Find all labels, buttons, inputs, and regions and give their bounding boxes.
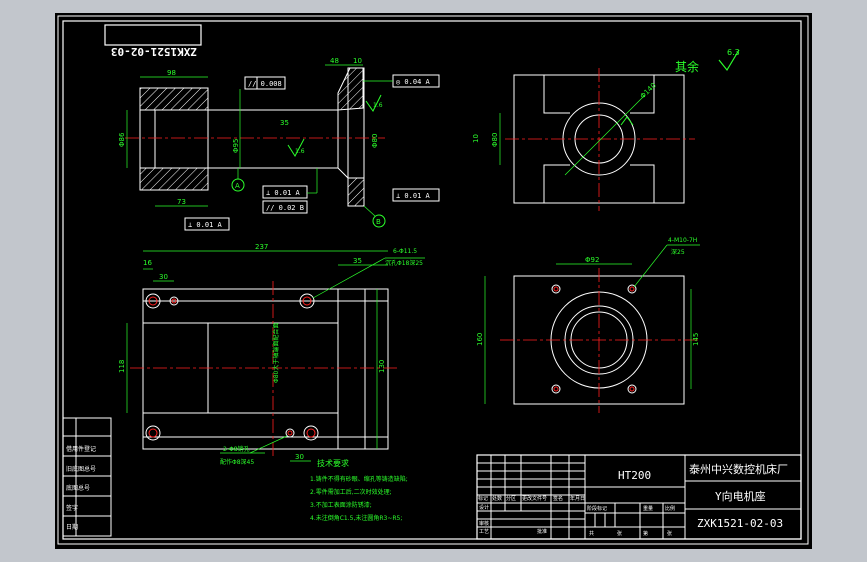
- top-note-2b: 配作Φ8深45: [220, 458, 254, 466]
- bottom-dim-h: 160: [476, 333, 484, 346]
- title-row-sign: 签名: [553, 495, 563, 502]
- tol-perpendicular: ⊥ 0.01 A: [266, 189, 301, 197]
- side-dim-dia: Φ140: [639, 81, 658, 100]
- bottom-plan-view: Φ92 160 145 4-M10-7H 深25: [476, 237, 700, 413]
- tech-req-item-3: 3.不加工表面涂防锈漆;: [310, 501, 372, 509]
- title-part-name: Y向电机座: [715, 489, 766, 503]
- dim-step: 48: [330, 57, 339, 65]
- title-sign-review: 审核: [479, 520, 489, 527]
- top-dim-height-left: 118: [118, 360, 126, 373]
- side-table-row-4: 签字: [66, 504, 78, 512]
- title-sign-design: 设计: [479, 504, 489, 511]
- top-plan-view: 237 16 30 35 118 130 30 Φ80大于轴端面配合面 6-Φ1…: [118, 243, 425, 466]
- title-material: HT200: [618, 469, 651, 482]
- dim-len-right: 35: [280, 119, 289, 127]
- dim-dia-mid: Φ95: [232, 139, 240, 153]
- title-stage-mark: 阶段标记: [587, 505, 607, 512]
- roughness-2: 1.6: [373, 102, 383, 109]
- title-row-count: 处数: [492, 495, 502, 502]
- title-row-date: 年月日: [570, 495, 585, 502]
- dim-dia-bore: Φ80: [371, 134, 379, 148]
- tapped-hole: [551, 384, 561, 394]
- front-section-view: 98 48 10 Φ86 Φ95 Φ80 73 35 // 0.008 ◎ 0.…: [118, 57, 440, 231]
- title-drawing-no: ZXK1521-02-03: [697, 517, 783, 530]
- bottom-note-a: 4-M10-7H: [668, 237, 697, 244]
- surface-finish-value: 6.3: [727, 48, 740, 57]
- bolt-hole: [145, 425, 161, 441]
- bolt-hole: [145, 293, 161, 309]
- sheet-border-outer: [57, 15, 809, 545]
- side-dim-h: Φ80: [491, 133, 499, 147]
- tol-parallel: // 0.008: [248, 80, 282, 88]
- top-dim-left: 16: [143, 259, 152, 267]
- title-sheet-no: 第: [643, 530, 648, 537]
- top-dim-total: 237: [255, 243, 268, 251]
- drawing-canvas: 借用件登记 旧底图总号 底图总号 签字 日期 ZXK1521-02-03 其余 …: [57, 15, 809, 545]
- tol-concentric: ◎ 0.04 A: [396, 78, 431, 86]
- top-dim-right: 35: [353, 257, 362, 265]
- title-row-zone: 分区: [506, 495, 516, 502]
- side-table-row-1: 借用件登记: [66, 445, 96, 453]
- pin-hole: [169, 296, 179, 306]
- title-sheet-no-unit: 张: [667, 530, 672, 537]
- tol-bottom: ⊥ 0.01 A: [188, 221, 223, 229]
- bolt-hole: [303, 425, 319, 441]
- dim-dia-left: Φ86: [118, 132, 126, 147]
- bottom-note-b: 深25: [671, 248, 685, 256]
- tapped-hole: [627, 284, 637, 294]
- sheet-border-inner: [62, 20, 802, 540]
- title-company: 泰州中兴数控机床厂: [689, 462, 788, 476]
- title-scale: 比例: [665, 505, 675, 512]
- surface-finish-label: 其余: [675, 59, 699, 74]
- bottom-dim-h2: 145: [692, 333, 700, 346]
- top-dim-height-right: 130: [378, 360, 386, 373]
- cad-viewport[interactable]: 借用件登记 旧底图总号 底图总号 签字 日期 ZXK1521-02-03 其余 …: [55, 13, 812, 549]
- tol-side: ⊥ 0.01 A: [396, 192, 431, 200]
- top-note-1: 6-Φ11.5: [393, 248, 417, 255]
- title-row-file: 更改文件号: [522, 495, 547, 502]
- title-sign-process: 工艺: [479, 529, 489, 535]
- dim-step2: 10: [353, 57, 362, 65]
- tech-req-item-2: 2.零件需加工后,二次时效处理;: [310, 488, 392, 496]
- datum-b: B: [376, 218, 381, 226]
- datum-a: A: [235, 182, 240, 190]
- title-sheet-total: 共: [589, 530, 594, 537]
- side-table-row-5: 日期: [66, 523, 78, 531]
- pin-hole: [285, 428, 295, 438]
- roughness-1: 1.6: [295, 148, 305, 155]
- drawing-number-stamp: ZXK1521-02-03: [104, 24, 202, 58]
- side-view: Φ140 Φ80 10: [472, 68, 695, 211]
- tech-req-title: 技术要求: [317, 458, 349, 468]
- bottom-dim-w: Φ92: [585, 256, 599, 264]
- tapped-hole: [551, 284, 561, 294]
- title-weight: 重量: [643, 505, 653, 512]
- top-dim-hole: 30: [159, 273, 168, 281]
- tapped-hole: [627, 384, 637, 394]
- dim-bottom: 73: [177, 198, 186, 206]
- dim-width-top: 98: [167, 69, 176, 77]
- top-dim-bottom: 30: [295, 453, 304, 461]
- title-sign-approve: 批准: [537, 528, 547, 535]
- side-dim-w: 10: [472, 134, 480, 143]
- bolt-hole: [299, 293, 315, 309]
- tech-req-item-4: 4.未注倒角C1.5,未注圆角R3~R5;: [310, 514, 402, 522]
- surface-finish-note: 其余 6.3: [675, 48, 740, 74]
- title-row-mark: 标记: [478, 495, 488, 502]
- svg-text:ZXK1521-02-03: ZXK1521-02-03: [111, 45, 197, 58]
- side-table-row-2: 旧底图总号: [66, 465, 96, 473]
- title-block: 标记 处数 分区 更改文件号 签名 年月日 设计 审核 工艺 批准 HT200 …: [476, 454, 802, 540]
- side-table-row-3: 底图总号: [66, 484, 90, 492]
- top-note-center: Φ80大于轴端面配合面: [272, 323, 280, 383]
- top-note-1b: 沉孔Φ18深25: [385, 259, 423, 267]
- side-registration-table: 借用件登记 旧底图总号 底图总号 签字 日期: [62, 417, 112, 537]
- top-note-2: 2-Φ8销孔: [223, 445, 250, 453]
- title-sheet-total-unit: 张: [617, 530, 622, 537]
- technical-requirements: 技术要求 1.铸件不得有砂眼、缩孔等铸造缺陷; 2.零件需加工后,二次时效处理;…: [310, 458, 408, 522]
- tol-parallel-b: // 0.02 B: [266, 204, 304, 212]
- tech-req-item-1: 1.铸件不得有砂眼、缩孔等铸造缺陷;: [310, 475, 408, 483]
